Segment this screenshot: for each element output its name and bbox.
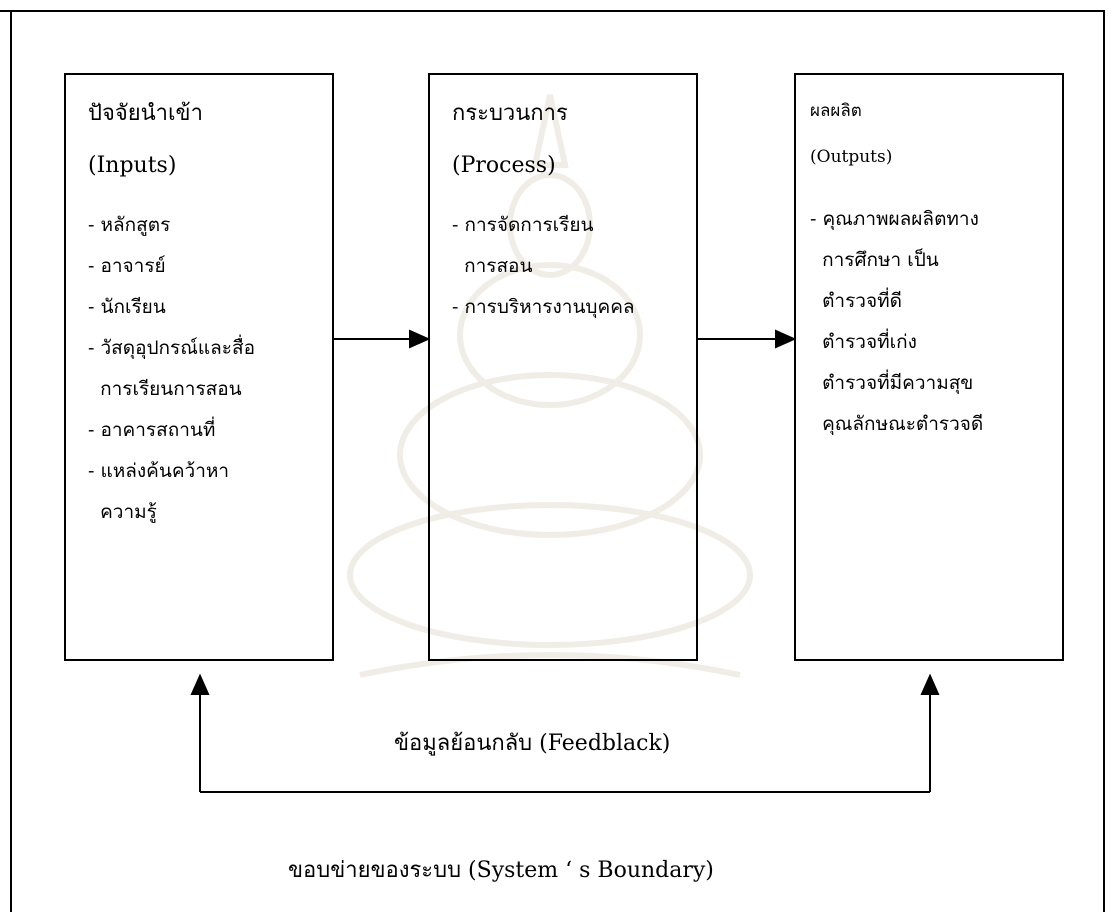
outputs-title: ผลผลิต (810, 101, 862, 121)
process-list: - การจัดการเรียน การสอน - การบริหารงานบุ… (452, 205, 635, 328)
feedback-arrowhead-right (920, 673, 940, 695)
process-subtitle: (Process) (452, 153, 556, 178)
list-item: ตำรวจที่มีความสุข (810, 372, 974, 394)
list-item: ความรู้ (88, 501, 157, 523)
list-item: - หลักสูตร (88, 214, 171, 236)
system-boundary-frame-right (1103, 10, 1105, 912)
inputs-to-process-arrowhead (409, 329, 431, 349)
process-to-outputs-arrowhead (775, 329, 797, 349)
feedback-arrowhead-left (190, 673, 210, 695)
list-item: - อาคารสถานที่ (88, 419, 216, 441)
list-item: - แหล่งค้นคว้าหา (88, 460, 230, 482)
list-item: การศึกษา เป็น (810, 249, 939, 271)
outputs-box: ผลผลิต (Outputs) - คุณภาพผลผลิตทาง การศึ… (794, 73, 1064, 661)
feedback-label: ข้อมูลย้อนกลับ (Feedblack) (394, 731, 671, 756)
list-item: - การจัดการเรียน (452, 214, 594, 236)
list-item: - นักเรียน (88, 296, 166, 318)
outputs-subtitle: (Outputs) (810, 147, 893, 167)
list-item: - อาจารย์ (88, 255, 166, 277)
system-boundary-frame-top (0, 10, 1105, 12)
list-item: ตำรวจที่เก่ง (810, 331, 917, 353)
inputs-subtitle: (Inputs) (88, 153, 177, 178)
process-title: กระบวนการ (452, 101, 568, 126)
system-boundary-label: ขอบข่ายของระบบ (System ‘ s Boundary) (288, 858, 714, 883)
list-item: การเรียนการสอน (88, 378, 242, 400)
list-item: คุณลักษณะตำรวจดี (810, 413, 984, 435)
list-item: - คุณภาพผลผลิตทาง (810, 208, 979, 230)
list-item: ตำรวจที่ดี (810, 290, 902, 312)
outputs-list: - คุณภาพผลผลิตทาง การศึกษา เป็น ตำรวจที่… (810, 199, 983, 445)
inputs-title: ปัจจัยนำเข้า (88, 101, 203, 126)
system-boundary-frame-left (10, 10, 12, 912)
process-box: กระบวนการ (Process) - การจัดการเรียน การ… (428, 73, 698, 661)
list-item: การสอน (452, 255, 533, 277)
list-item: - วัสดุอุปกรณ์และสื่อ (88, 337, 255, 359)
inputs-list: - หลักสูตร - อาจารย์ - นักเรียน - วัสดุอ… (88, 205, 255, 533)
list-item: - การบริหารงานบุคคล (452, 296, 635, 318)
inputs-box: ปัจจัยนำเข้า (Inputs) - หลักสูตร - อาจาร… (64, 73, 334, 661)
